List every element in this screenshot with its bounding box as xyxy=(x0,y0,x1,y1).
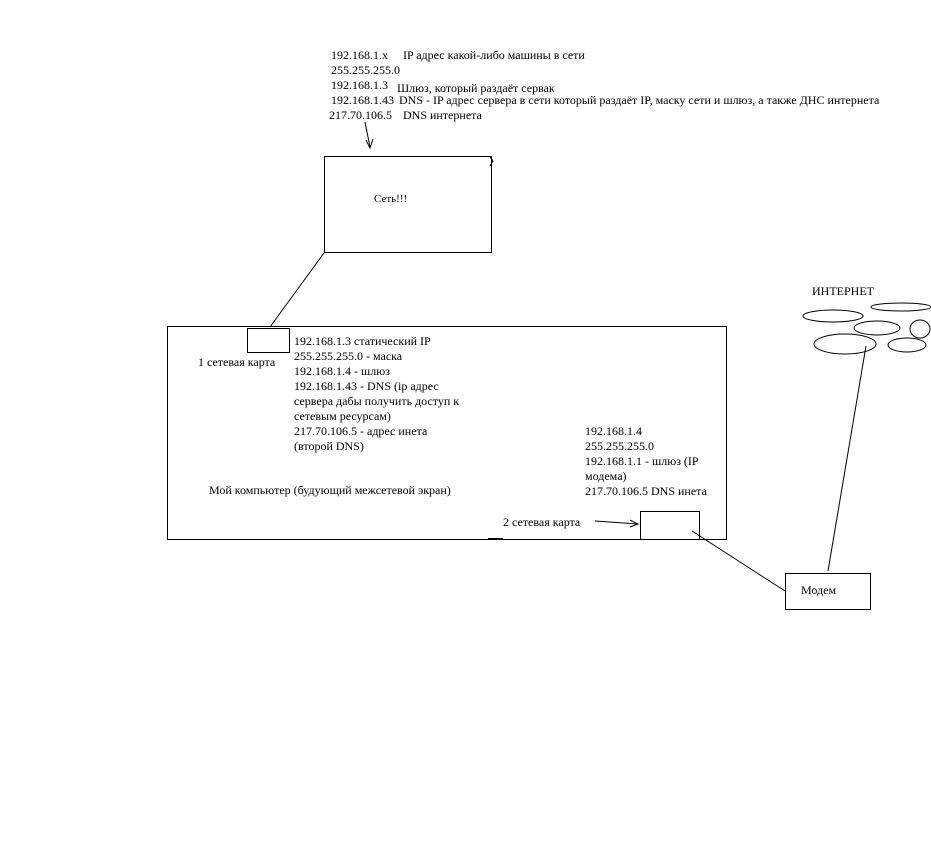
info-line: 192.168.1.x IP адрес какой-либо машины в… xyxy=(331,48,585,63)
cloud-ellipse xyxy=(802,309,864,323)
modem-label: Модем xyxy=(801,583,837,597)
card2-config-line: 255.255.255.0 xyxy=(585,439,654,453)
modem-box: Модем xyxy=(785,573,871,610)
info-line: 192.168.1.43 DNS - IP адрес сервера в се… xyxy=(331,93,879,108)
cloud-ellipse xyxy=(813,333,877,355)
card2-label: 2 сетевая карта xyxy=(503,515,581,529)
info-desc: Шлюз, который раздаёт сервак xyxy=(397,81,555,95)
info-ip: 192.168.1.43 xyxy=(331,93,394,107)
info-line: 217.70.106.5 DNS интернета xyxy=(329,108,482,123)
info-ip: 192.168.1.x xyxy=(331,48,388,62)
card1-config-line: (второй DNS) xyxy=(294,439,364,453)
info-line: 255.255.255.0 xyxy=(331,63,400,78)
info-line: 192.168.1.3 Шлюз, который раздаёт сервак xyxy=(331,78,555,95)
card2-config-line: 192.168.1.1 - шлюз (IP xyxy=(585,454,699,468)
cloud-ellipse xyxy=(870,302,931,312)
card2-label-arrow-line xyxy=(594,520,638,525)
cloud-ellipse xyxy=(909,319,931,339)
network-to-card1-line xyxy=(269,252,325,328)
network-card-1 xyxy=(247,328,290,353)
card2-to-modem-line xyxy=(691,530,786,592)
card2-config-line: модема) xyxy=(585,469,627,483)
info-desc: IP адрес какой-либо машины в сети xyxy=(403,48,585,62)
card2-config-line: 192.168.1.4 xyxy=(585,424,642,438)
cloud-ellipse xyxy=(853,320,901,336)
card1-config-line: 217.70.106.5 - адрес инета xyxy=(294,424,428,438)
info-arrow-head xyxy=(365,138,374,150)
card1-config-line: сервера дабы получить доступ к xyxy=(294,394,460,408)
computer-label: Мой компьютер (будующий межсетевой экран… xyxy=(209,483,451,497)
card1-config-line: 192.168.1.4 - шлюз xyxy=(294,364,390,378)
card1-config-line: 255.255.255.0 - маска xyxy=(294,349,403,363)
card1-config-line: 192.168.1.3 статический IP xyxy=(294,334,431,348)
network-card-2 xyxy=(640,511,700,540)
cloud-ellipse xyxy=(887,337,927,353)
card1-config-line: 192.168.1.43 - DNS (ip адрес xyxy=(294,379,439,393)
network-box-label: Сеть!!! xyxy=(374,193,408,205)
info-ip: 192.168.1.3 xyxy=(331,78,388,92)
computer-box xyxy=(167,326,727,540)
card2-config-line: 217.70.106.5 DNS инета xyxy=(585,484,707,498)
info-desc: DNS интернета xyxy=(403,108,482,122)
modem-to-internet-line xyxy=(827,345,867,572)
card1-label: 1 сетевая карта xyxy=(198,355,276,369)
internet-label: ИНТЕРНЕТ xyxy=(812,284,874,298)
info-ip: 255.255.255.0 xyxy=(331,63,400,77)
network-box: Сеть!!! xyxy=(324,156,492,253)
info-desc: DNS - IP адрес сервера в сети который ра… xyxy=(399,93,880,107)
info-ip: 217.70.106.5 xyxy=(329,108,392,122)
card1-config-line: сетевым ресурсам) xyxy=(294,409,391,423)
internet-cloud xyxy=(802,302,931,355)
card2-label-arrow-head xyxy=(629,519,640,528)
info-arrow-line xyxy=(364,121,371,148)
